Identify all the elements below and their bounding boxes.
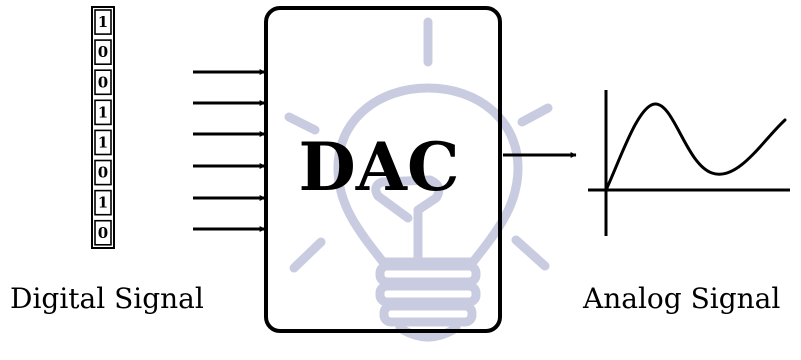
digital-bit-register: 1 0 0 1 1 0 1 0 (92, 7, 114, 248)
analog-signal-graph (588, 90, 790, 236)
dac-label: DAC (299, 128, 460, 206)
input-arrows (193, 72, 265, 229)
input-label: Digital Signal (10, 282, 204, 315)
bit-cell: 1 (95, 130, 111, 154)
bit-cell: 1 (95, 100, 111, 124)
bit-cell: 0 (95, 221, 111, 245)
bit-value: 1 (98, 133, 108, 151)
analog-waveform (606, 104, 785, 190)
bit-cell: 1 (95, 191, 111, 215)
bit-cell: 1 (95, 10, 111, 34)
bit-value: 1 (98, 103, 108, 121)
bit-value: 1 (98, 194, 108, 212)
output-label: Analog Signal (582, 282, 780, 315)
bit-value: 0 (98, 164, 108, 182)
bit-value: 1 (98, 13, 108, 31)
bit-value: 0 (98, 73, 108, 91)
bit-value: 0 (98, 224, 108, 242)
bit-value: 0 (98, 43, 108, 61)
bit-cell: 0 (95, 40, 111, 64)
bit-cell: 0 (95, 70, 111, 94)
bit-cell: 0 (95, 161, 111, 185)
